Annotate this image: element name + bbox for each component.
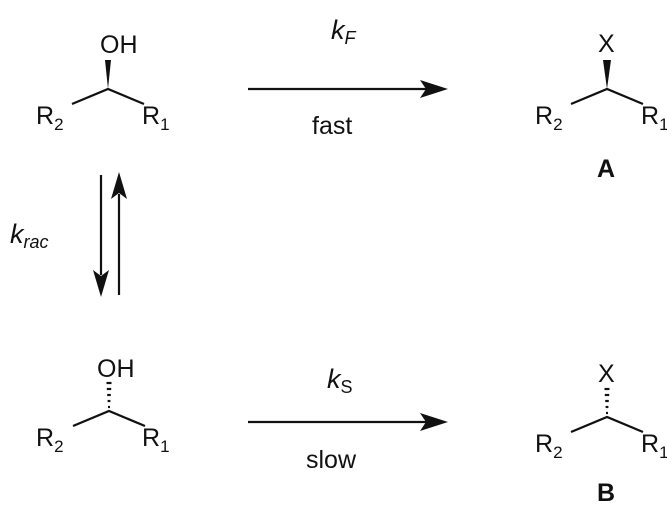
slow-reaction-arrow: kS slow xyxy=(248,364,448,474)
r2-label: R2 xyxy=(36,424,64,456)
carbon-skeleton xyxy=(570,87,644,106)
alcohol-wedge-structure: OH R2 R1 xyxy=(36,31,170,134)
oh-label-bottom: OH xyxy=(97,355,135,383)
fast-label: fast xyxy=(312,112,352,140)
arrow-head xyxy=(420,413,448,431)
hashed-bond xyxy=(604,387,610,415)
carbon-skeleton xyxy=(570,415,644,434)
wedge-bond xyxy=(105,60,111,89)
hashed-bond xyxy=(106,381,112,409)
compound-b-label: B xyxy=(597,479,615,506)
rate-constant-krac: krac xyxy=(10,219,49,252)
r1-label: R1 xyxy=(142,102,170,134)
down-arrow-head xyxy=(93,270,109,297)
rate-constant-kf: kF xyxy=(331,15,357,48)
product-b-structure: X R2 R1 B xyxy=(535,360,667,506)
fast-reaction-arrow: kF fast xyxy=(248,15,448,140)
arrow-head xyxy=(420,80,448,98)
r1-label: R1 xyxy=(641,430,667,462)
r2-label: R2 xyxy=(36,102,64,134)
r1-label: R1 xyxy=(142,424,170,456)
slow-label: slow xyxy=(306,446,357,474)
r1-label: R1 xyxy=(641,102,667,134)
product-a-structure: X R2 R1 A xyxy=(535,30,667,183)
r2-label: R2 xyxy=(535,430,563,462)
x-label-bottom: X xyxy=(598,360,615,388)
racemization-equilibrium-arrows: krac xyxy=(10,172,127,297)
wedge-bond xyxy=(603,60,611,89)
rate-constant-ks: kS xyxy=(327,364,353,397)
x-label-top: X xyxy=(598,30,615,58)
up-arrow-head xyxy=(111,172,127,199)
compound-a-label: A xyxy=(597,155,615,183)
r2-label: R2 xyxy=(535,102,563,134)
oh-label-top: OH xyxy=(100,31,138,59)
carbon-skeleton xyxy=(71,87,145,106)
alcohol-hash-structure: OH R2 R1 xyxy=(36,355,170,456)
carbon-skeleton xyxy=(72,409,146,428)
